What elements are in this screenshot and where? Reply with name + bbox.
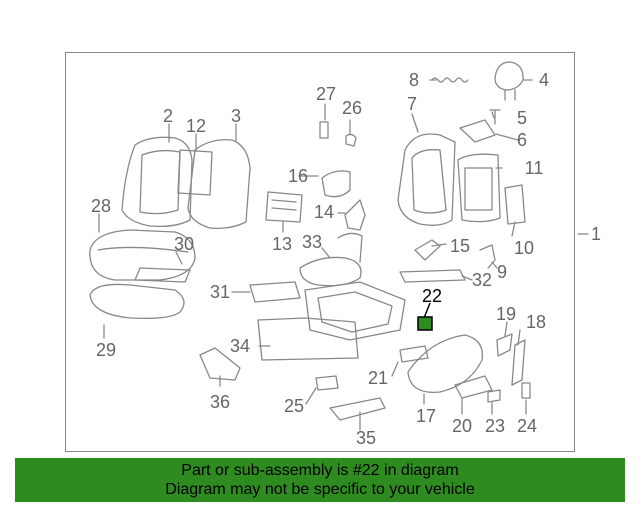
part-10-drawing [504,184,526,225]
info-banner: Part or sub-assembly is #22 in diagram D… [15,458,625,502]
callout-20[interactable]: 20 [452,416,472,436]
part-35-drawing [329,397,386,421]
callout-29[interactable]: 29 [96,340,116,360]
callout-1[interactable]: 1 [591,224,601,244]
part-3-drawing [187,139,251,230]
callout-32[interactable]: 32 [472,270,492,290]
seat-parts-diagram: 2 3 4 5 6 7 8 9 10 11 12 13 14 15 16 17 … [89,61,601,448]
part-6-drawing [459,119,496,143]
callout-22[interactable]: 22 [422,286,442,306]
part-13-drawing [265,191,303,223]
callout-17[interactable]: 17 [416,406,436,426]
callout-26[interactable]: 26 [342,98,362,118]
callout-7[interactable]: 7 [407,94,417,114]
part-32-drawing [399,269,466,283]
callout-21[interactable]: 21 [368,368,388,388]
callout-10[interactable]: 10 [514,238,534,258]
part-33-drawing [299,256,362,287]
callout-12[interactable]: 12 [186,116,206,136]
callout-19[interactable]: 19 [496,304,516,324]
callout-14[interactable]: 14 [314,202,334,222]
callout-4[interactable]: 4 [539,70,549,90]
diagram-frame [65,52,575,452]
callout-28[interactable]: 28 [91,196,111,216]
part-34-drawing [257,317,359,361]
part-11-drawing [457,153,501,223]
callout-3[interactable]: 3 [231,106,241,126]
callout-16[interactable]: 16 [288,166,308,186]
callout-30[interactable]: 30 [174,234,194,254]
part-24-drawing [521,382,531,399]
part-14-drawing [344,199,366,231]
part-8-drawing [431,77,469,83]
part-29-drawing [89,283,185,320]
part-18-drawing [511,339,526,386]
banner-line-1: Part or sub-assembly is #22 in diagram [181,462,459,479]
callout-13[interactable]: 13 [272,234,292,254]
part-4-drawing [494,61,524,91]
callout-27[interactable]: 27 [316,84,336,104]
part-36-drawing [199,347,241,381]
callout-15[interactable]: 15 [450,236,470,256]
part-31-drawing [249,281,301,303]
callout-34[interactable]: 34 [230,336,250,356]
callout-25[interactable]: 25 [284,396,304,416]
part-28-drawing [89,229,196,281]
callout-6[interactable]: 6 [517,130,527,150]
callout-33[interactable]: 33 [302,232,322,252]
callout-35[interactable]: 35 [356,428,376,448]
part-17-drawing [407,334,484,393]
part-16-drawing [321,170,351,198]
part-23-drawing [487,389,501,403]
part-21-drawing [399,345,429,363]
callout-23[interactable]: 23 [485,416,505,436]
callout-36[interactable]: 36 [210,392,230,412]
part-7-drawing [397,133,456,226]
callout-8[interactable]: 8 [409,70,419,90]
part-20-drawing [454,375,493,399]
callout-11[interactable]: 11 [525,158,544,178]
banner-line-2: Diagram may not be specific to your vehi… [165,481,475,498]
part-19-drawing [496,333,513,357]
part-15-drawing [414,239,441,261]
part-25-drawing [315,375,339,391]
callout-18[interactable]: 18 [526,312,546,332]
callout-2[interactable]: 2 [163,106,173,126]
callout-31[interactable]: 31 [210,282,230,302]
part-2-drawing [121,136,193,228]
callout-9[interactable]: 9 [497,262,507,282]
part-22-highlight[interactable] [417,316,433,331]
callout-24[interactable]: 24 [517,416,537,436]
callout-5[interactable]: 5 [517,108,527,128]
